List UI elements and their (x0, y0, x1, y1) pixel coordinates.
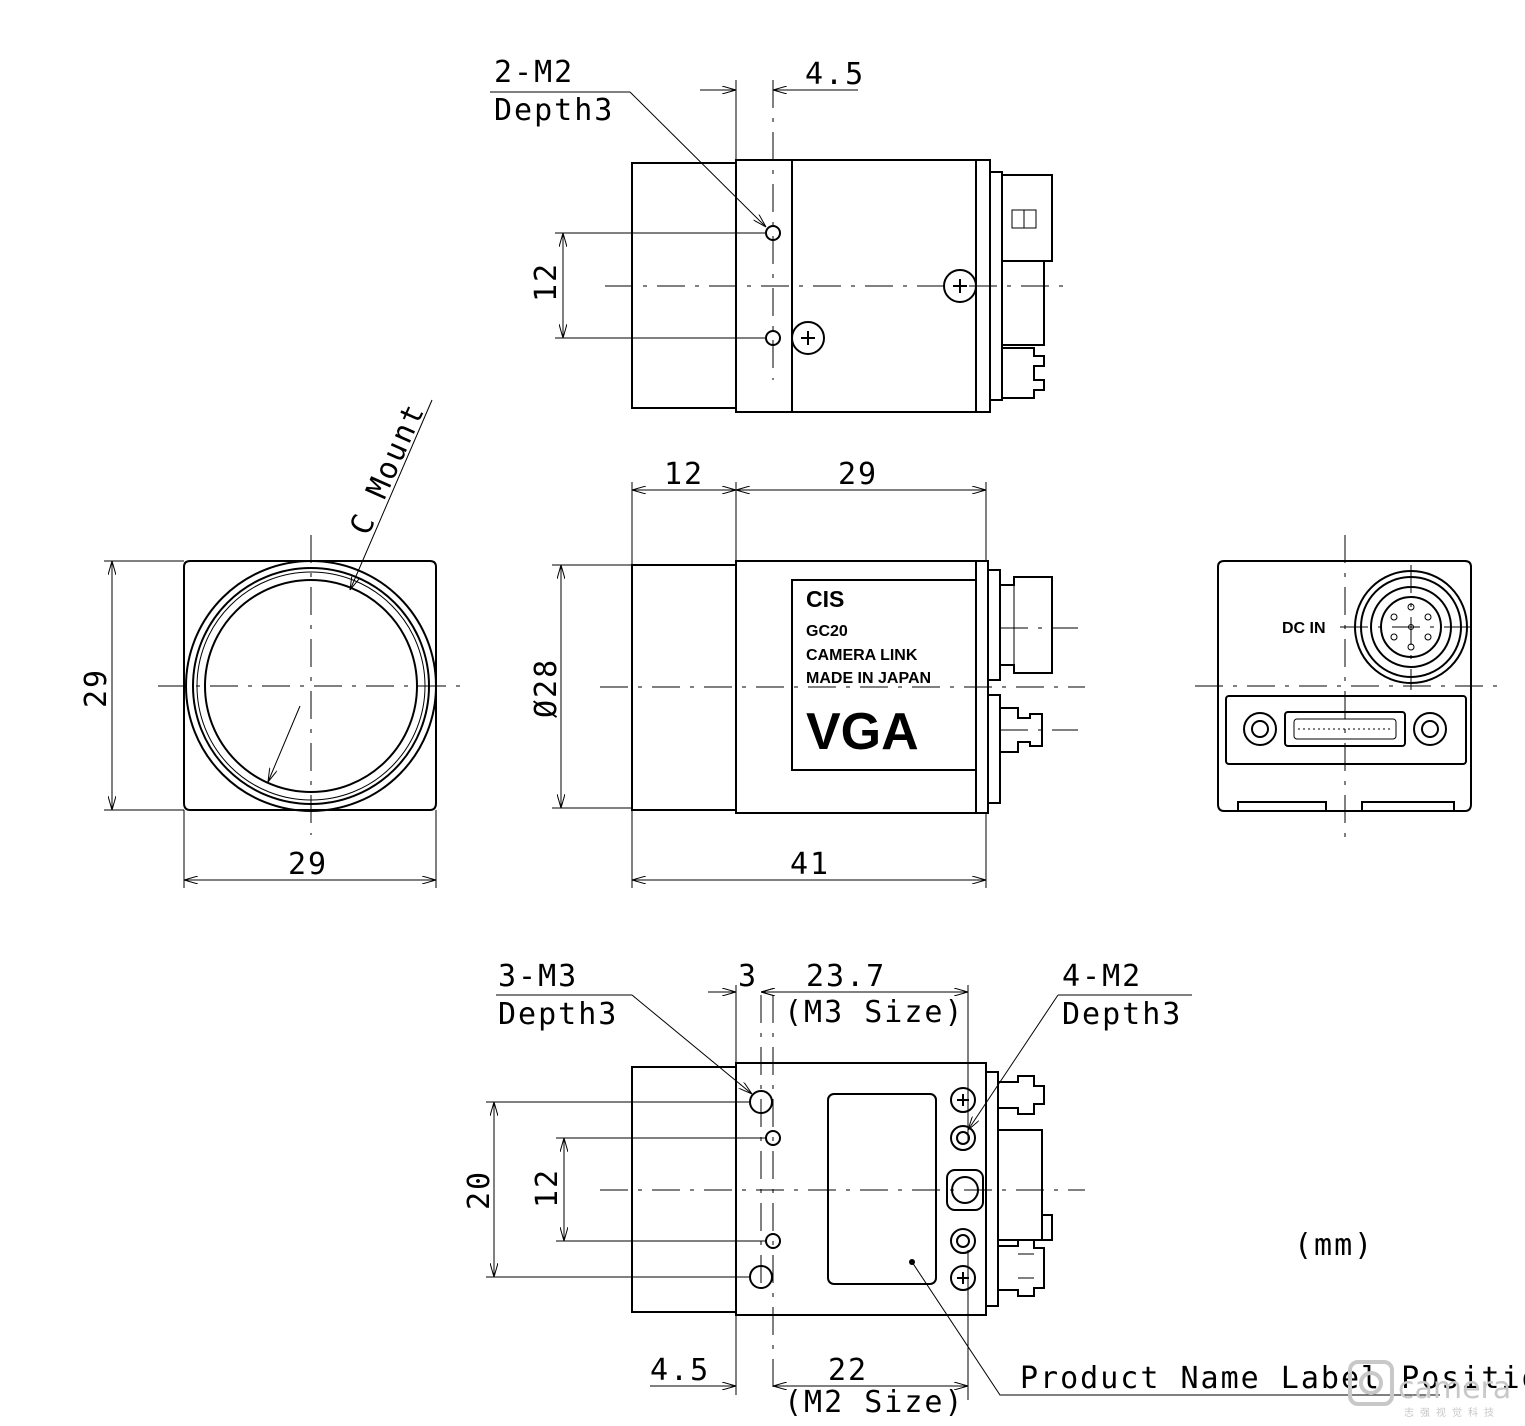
label-brand: CIS (806, 586, 844, 612)
cameralink-screw-icon-2 (1413, 712, 1447, 746)
side-view: CIS GC20 CAMERA LINK MADE IN JAPAN VGA 1… (529, 457, 1085, 888)
top-screw-icon-2 (791, 321, 825, 355)
bottom-dim-m2-offset: 4.5 (650, 1353, 710, 1388)
m2-hole-3 (950, 1125, 976, 1151)
top-connector (1001, 174, 1053, 262)
bottom-dim-m2-pitch: 22 (828, 1353, 868, 1388)
watermark-text: camera (1398, 1371, 1511, 1406)
rear-connector-label: DC IN (1282, 620, 1326, 637)
front-body (183, 560, 437, 811)
bottom-label-area (827, 1093, 937, 1285)
top-hole-callout-2: Depth3 (494, 93, 614, 128)
bottom-dim-height-12: 12 (530, 1168, 565, 1208)
bottom-screw-icon (950, 1087, 976, 1113)
rear-body (1217, 560, 1472, 812)
unit-note: (mm) (1294, 1228, 1374, 1263)
watermark: camera 志强视觉科技 (1348, 1360, 1511, 1419)
bottom-dim-m2-size: (M2 Size) (784, 1385, 965, 1420)
top-dim-hole-pitch: 12 (529, 262, 564, 302)
bottom-dim-height-20: 20 (462, 1170, 497, 1210)
top-hole-callout-1: 2-M2 (494, 55, 574, 90)
bottom-dim-m3-pitch: 23.7 (806, 959, 886, 994)
top-view: 4.5 12 2-M2 Depth3 (490, 55, 1070, 413)
bottom-view: 3 23.7 (M3 Size) 4.5 22 (M2 Size) 20 12 … (462, 959, 1525, 1420)
label-model: GC20 (806, 623, 848, 640)
watermark-logo-icon (1348, 1360, 1394, 1406)
bottom-label-position-note: Product Name Label Position (1020, 1361, 1525, 1396)
front-dim-height: 29 (79, 668, 114, 708)
label-interface: CAMERA LINK (806, 647, 918, 664)
bottom-m3-callout-2: Depth3 (498, 997, 618, 1032)
m2-hole-4 (950, 1228, 976, 1254)
front-dim-width: 29 (288, 847, 328, 882)
side-dim-diameter: Ø28 (529, 658, 564, 718)
side-dim-total-length: 41 (790, 847, 830, 882)
rear-view: DC IN (1195, 535, 1500, 840)
cameralink-panel (1225, 695, 1467, 765)
side-dim-lens-length: 12 (664, 457, 704, 492)
product-label (791, 579, 977, 771)
front-view: C Mount 29 29 (79, 398, 462, 888)
top-dim-offset: 4.5 (805, 57, 865, 92)
watermark-subtext: 志强视觉科技 (1404, 1406, 1500, 1419)
side-dim-body-length: 29 (838, 457, 878, 492)
bottom-dim-m3-offset: 3 (738, 959, 758, 994)
label-format: VGA (806, 703, 919, 761)
bottom-m2-callout-1: 4-M2 (1062, 959, 1142, 994)
front-mount-label: C Mount (343, 398, 432, 541)
label-origin: MADE IN JAPAN (806, 670, 931, 687)
cameralink-screw-icon (1243, 712, 1277, 746)
bottom-screw-icon-2 (950, 1265, 976, 1291)
bottom-m3-callout-1: 3-M3 (498, 959, 578, 994)
bottom-dim-m3-size: (M3 Size) (784, 995, 965, 1030)
bottom-m2-callout-2: Depth3 (1062, 997, 1182, 1032)
